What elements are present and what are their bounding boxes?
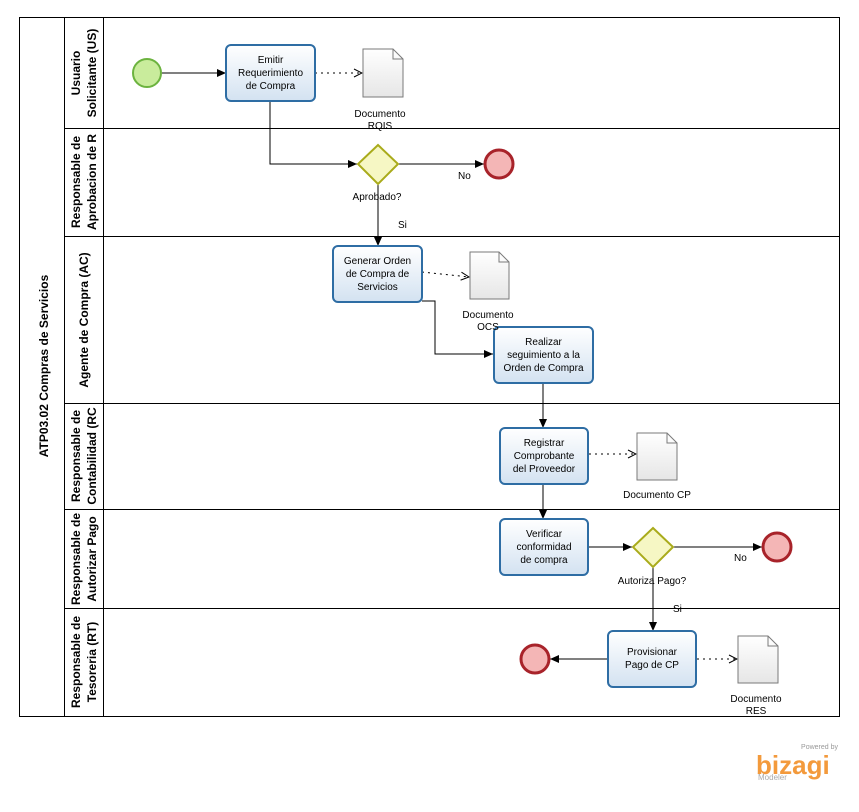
svg-text:Servicios: Servicios xyxy=(357,282,398,293)
lane-label-aprobacion: Responsable de Aprobacion de R xyxy=(69,134,99,230)
task-generar-orden: Generar Orden de Compra de Servicios xyxy=(332,245,423,303)
logo-brand-text: bizagi xyxy=(756,750,830,780)
svg-text:RES: RES xyxy=(746,706,767,717)
document-cp: Documento CP xyxy=(623,432,691,501)
logo-sub-text: Modeler xyxy=(758,773,787,782)
flow-emitir-to-aprobado xyxy=(269,101,357,168)
svg-text:Comprobante: Comprobante xyxy=(514,451,575,462)
svg-text:Provisionar: Provisionar xyxy=(627,647,678,658)
lane-label-autorizar: Responsable de Autorizar Pago xyxy=(69,513,99,605)
bizagi-logo: Powered by bizagi Modeler xyxy=(752,744,842,784)
svg-text:Verificar: Verificar xyxy=(526,529,563,540)
svg-text:del Proveedor: del Proveedor xyxy=(513,464,576,475)
svg-text:Orden de Compra: Orden de Compra xyxy=(503,363,583,374)
association-generar-ocs xyxy=(421,271,469,277)
svg-text:Generar Orden: Generar Orden xyxy=(344,256,411,267)
svg-text:OCS: OCS xyxy=(477,322,499,333)
flow-label-no-1: No xyxy=(458,171,471,182)
svg-text:Responsable de: Responsable de xyxy=(69,616,83,708)
document-ocs: Documento OCS xyxy=(462,251,514,333)
document-res: Documento RES xyxy=(730,635,782,717)
svg-text:conformidad: conformidad xyxy=(516,542,571,553)
svg-text:Contabilidad (RC: Contabilidad (RC xyxy=(85,407,99,505)
logo-powered-text: Powered by xyxy=(801,744,838,751)
svg-text:Realizar: Realizar xyxy=(525,337,562,348)
svg-text:Aprobacion de R: Aprobacion de R xyxy=(85,134,99,230)
svg-text:de Compra: de Compra xyxy=(246,81,296,92)
svg-text:Requerimiento: Requerimiento xyxy=(238,68,303,79)
svg-text:Agente de Compra (AC): Agente de Compra (AC) xyxy=(77,252,91,387)
svg-text:Documento CP: Documento CP xyxy=(623,490,691,501)
svg-text:Responsable de: Responsable de xyxy=(69,410,83,502)
end-event-final xyxy=(519,643,551,675)
flow-generar-to-realizar xyxy=(422,300,493,358)
svg-text:de compra: de compra xyxy=(520,555,568,566)
task-realizar-seguimiento: Realizar seguimiento a la Orden de Compr… xyxy=(493,326,594,384)
pool-frame xyxy=(19,17,840,717)
lane-label-contabilidad: Responsable de Contabilidad (RC xyxy=(69,407,99,505)
svg-text:Documento: Documento xyxy=(354,109,406,120)
task-provisionar-pago: Provisionar Pago de CP xyxy=(607,630,697,688)
flow-label-no-2: No xyxy=(734,553,747,564)
svg-text:Solicitante (US): Solicitante (US) xyxy=(85,29,99,118)
document-rqis: Documento RQIS xyxy=(354,48,406,132)
svg-text:Documento: Documento xyxy=(730,694,782,705)
task-emitir-requerimiento: Emitir Requerimiento de Compra xyxy=(225,44,316,102)
svg-text:Responsable de: Responsable de xyxy=(69,136,83,228)
svg-text:Documento: Documento xyxy=(462,310,514,321)
pool-title: ATP03.02 Compras de Servicios xyxy=(37,274,51,457)
svg-text:de Compra de: de Compra de xyxy=(346,269,410,280)
gateway-autoriza xyxy=(631,526,675,569)
gateway-aprobado xyxy=(356,143,400,186)
flow-label-si-2: Si xyxy=(673,604,682,615)
start-event xyxy=(132,58,162,88)
flow-label-si-1: Si xyxy=(398,220,407,231)
svg-text:seguimiento a la: seguimiento a la xyxy=(507,350,580,361)
lane-label-tesoreria: Responsable de Tesoreria (RT) xyxy=(69,616,99,708)
svg-text:Emitir: Emitir xyxy=(258,55,284,66)
svg-text:Tesoreria (RT): Tesoreria (RT) xyxy=(85,622,99,702)
task-registrar-comprobante: Registrar Comprobante del Proveedor xyxy=(499,427,589,485)
svg-text:RQIS: RQIS xyxy=(368,121,393,132)
end-event-rechazado xyxy=(483,148,515,180)
svg-text:Registrar: Registrar xyxy=(524,438,565,449)
svg-text:Responsable de: Responsable de xyxy=(69,513,83,605)
svg-text:Autorizar Pago: Autorizar Pago xyxy=(85,516,99,601)
end-event-no-autorizado xyxy=(761,531,793,563)
lane-label-usuario: Usuario Solicitante (US) xyxy=(69,29,99,118)
svg-text:Pago de CP: Pago de CP xyxy=(625,660,679,671)
svg-text:Usuario: Usuario xyxy=(69,51,83,96)
task-verificar-conformidad: Verificar conformidad de compra xyxy=(499,518,589,576)
lane-label-agente: Agente de Compra (AC) xyxy=(77,252,91,387)
gateway-autoriza-label: Autoriza Pago? xyxy=(618,576,687,587)
gateway-aprobado-label: Aprobado? xyxy=(353,192,402,203)
